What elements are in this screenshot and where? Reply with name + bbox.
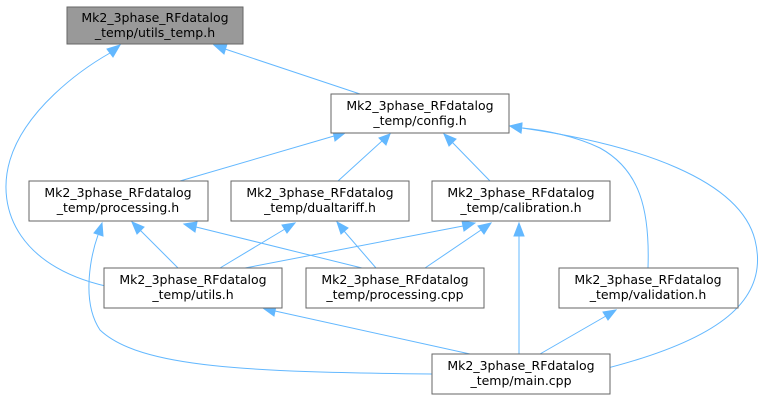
node-processing-cpp[interactable]: Mk2_3phase_RFdatalog _temp/processing.cp… xyxy=(305,267,485,309)
node-label-line2: _temp/main.cpp xyxy=(469,373,571,388)
edge-processing-cpp-to-calibration xyxy=(424,222,493,269)
edge-config-to-utils-temp xyxy=(212,43,361,95)
edge-processing-cpp-to-dualtariff xyxy=(336,220,377,269)
node-label-line1: Mk2_3phase_RFdatalog xyxy=(321,272,468,287)
node-config-h[interactable]: Mk2_3phase_RFdatalog _temp/config.h xyxy=(330,93,510,134)
node-label-line1: Mk2_3phase_RFdatalog xyxy=(447,185,594,200)
node-label-line2: _temp/processing.h xyxy=(56,200,179,215)
node-label-line2: _temp/config.h xyxy=(372,113,466,128)
edge-calibration-to-config xyxy=(443,133,491,182)
edge-main-to-processing-h xyxy=(88,221,433,375)
node-label-line2: _temp/processing.cpp xyxy=(325,287,463,302)
edge-utils-to-utils-temp xyxy=(5,44,122,289)
edge-processing-h-to-config xyxy=(179,130,347,182)
edge-utils-to-dualtariff xyxy=(219,222,297,269)
edge-main-to-config xyxy=(508,122,759,371)
node-label-line2: _temp/dualtariff.h xyxy=(263,200,376,215)
edge-processing-cpp-to-processing-h xyxy=(182,221,363,269)
edge-utils-to-processing-h xyxy=(131,221,179,269)
node-calibration-h[interactable]: Mk2_3phase_RFdatalog _temp/calibration.h xyxy=(431,180,611,222)
node-label-line1: Mk2_3phase_RFdatalog xyxy=(44,185,191,200)
node-label-line1: Mk2_3phase_RFdatalog xyxy=(246,185,393,200)
node-utils-h[interactable]: Mk2_3phase_RFdatalog _temp/utils.h xyxy=(103,267,283,309)
node-label-line1: Mk2_3phase_RFdatalog xyxy=(447,358,594,373)
node-label-line1: Mk2_3phase_RFdatalog xyxy=(81,10,228,25)
node-label-line2: _temp/utils.h xyxy=(151,287,233,302)
edge-main-to-utils xyxy=(261,305,471,355)
edge-dualtariff-to-config xyxy=(337,133,391,182)
node-label-line2: _temp/utils_temp.h xyxy=(94,25,215,40)
edge-main-to-calibration xyxy=(513,221,525,354)
edge-main-to-validation xyxy=(539,309,618,355)
node-label-line1: Mk2_3phase_RFdatalog xyxy=(574,272,721,287)
node-processing-h[interactable]: Mk2_3phase_RFdatalog _temp/processing.h xyxy=(28,180,209,222)
node-label-line2: _temp/calibration.h xyxy=(459,200,581,215)
node-dualtariff-h[interactable]: Mk2_3phase_RFdatalog _temp/dualtariff.h xyxy=(230,180,410,222)
node-utils-temp-h[interactable]: Mk2_3phase_RFdatalog _temp/utils_temp.h xyxy=(66,6,244,45)
edge-utils-to-calibration xyxy=(244,220,477,269)
node-main-cpp[interactable]: Mk2_3phase_RFdatalog _temp/main.cpp xyxy=(431,353,611,395)
node-label-line1: Mk2_3phase_RFdatalog xyxy=(119,272,266,287)
node-label-line1: Mk2_3phase_RFdatalog xyxy=(346,98,493,113)
node-validation-h[interactable]: Mk2_3phase_RFdatalog _temp/validation.h xyxy=(558,267,739,309)
node-label-line2: _temp/validation.h xyxy=(589,287,707,302)
